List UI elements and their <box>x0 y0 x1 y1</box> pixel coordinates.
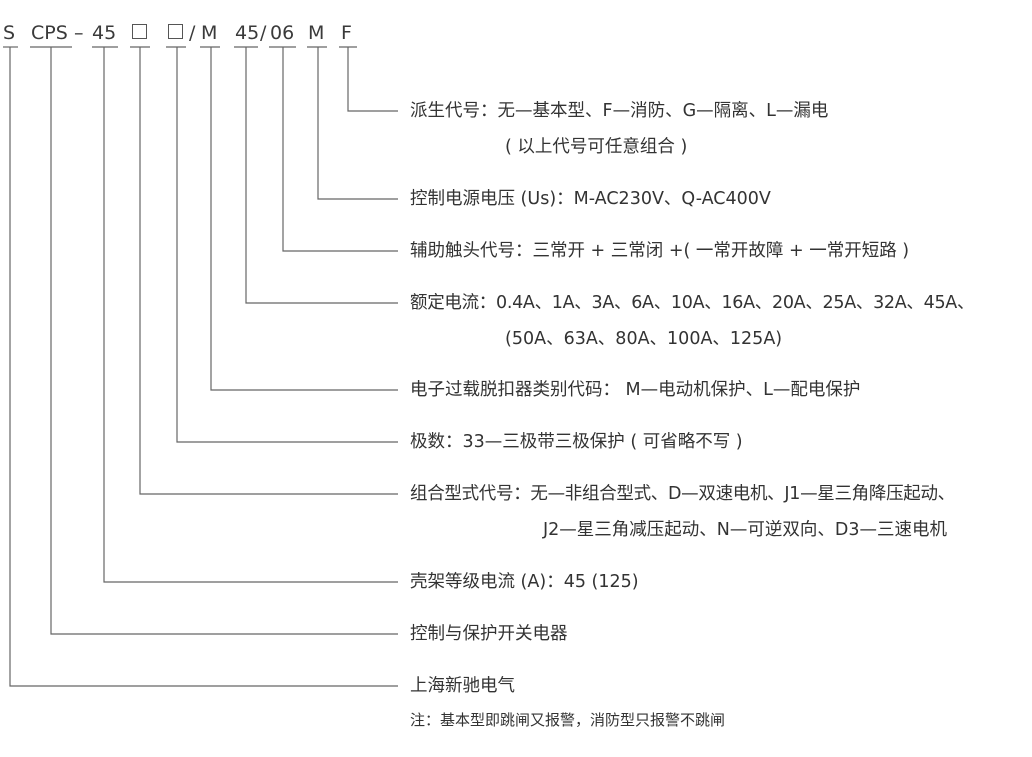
label-switch-type: 控制与保护开关电器 <box>410 624 568 644</box>
label-frame-current: 壳架等级电流 (A)：45 (125) <box>410 572 639 592</box>
leader-derived <box>347 47 398 112</box>
footnote: 注：基本型即跳闸又报警，消防型只报警不跳闸 <box>410 711 726 729</box>
label-derived-code-note: ( 以上代号可任意组合 ) <box>505 137 688 157</box>
label-derived-code: 派生代号：无—基本型、F—消防、G—隔离、L—漏电 <box>410 101 829 121</box>
placeholder-box-poles <box>168 24 183 39</box>
code-cps: CPS <box>31 22 68 44</box>
code-m: M <box>201 22 218 44</box>
label-combo-type-cont: J2—星三角减压起动、N—可逆双向、D3—三速电机 <box>543 520 947 540</box>
code-mvolt: M <box>308 22 325 44</box>
label-manufacturer: 上海新驰电气 <box>410 676 515 696</box>
code-slash: / <box>189 22 196 44</box>
leader-voltage <box>317 47 398 200</box>
label-aux-contacts: 辅助触头代号：三常开 + 三常闭 +( 一常开故障 + 一常开短路 ) <box>410 241 910 261</box>
leader-combo <box>139 47 398 495</box>
placeholder-box-combo <box>132 24 147 39</box>
label-overload-release: 电子过载脱扣器类别代码： M—电动机保护、L—配电保护 <box>410 380 861 400</box>
leader-aux <box>282 47 398 252</box>
code-06: 06 <box>270 22 295 44</box>
code-f: F <box>341 22 352 44</box>
leader-rated <box>245 47 398 304</box>
label-rated-current-cont: (50A、63A、80A、100A、125A) <box>505 329 783 349</box>
code-s: S <box>3 22 16 44</box>
code-dash: – <box>74 22 84 44</box>
leader-poles <box>176 47 398 443</box>
leader-manufacturer <box>9 47 398 687</box>
code-rating: 45 <box>235 22 260 44</box>
label-poles: 极数：33—三极带三极保护 ( 可省略不写 ) <box>410 432 743 452</box>
code-slash2: / <box>260 22 267 44</box>
leader-overload <box>210 47 398 391</box>
label-combo-type: 组合型式代号：无—非组合型式、D—双速电机、J1—星三角降压起动、 <box>410 484 955 504</box>
leader-switch <box>50 47 398 635</box>
leader-frame <box>103 47 398 583</box>
label-control-voltage: 控制电源电压 (Us)：M-AC230V、Q-AC400V <box>410 189 771 209</box>
code-45: 45 <box>92 22 117 44</box>
label-rated-current: 额定电流：0.4A、1A、3A、6A、10A、16A、20A、25A、32A、4… <box>410 293 975 313</box>
